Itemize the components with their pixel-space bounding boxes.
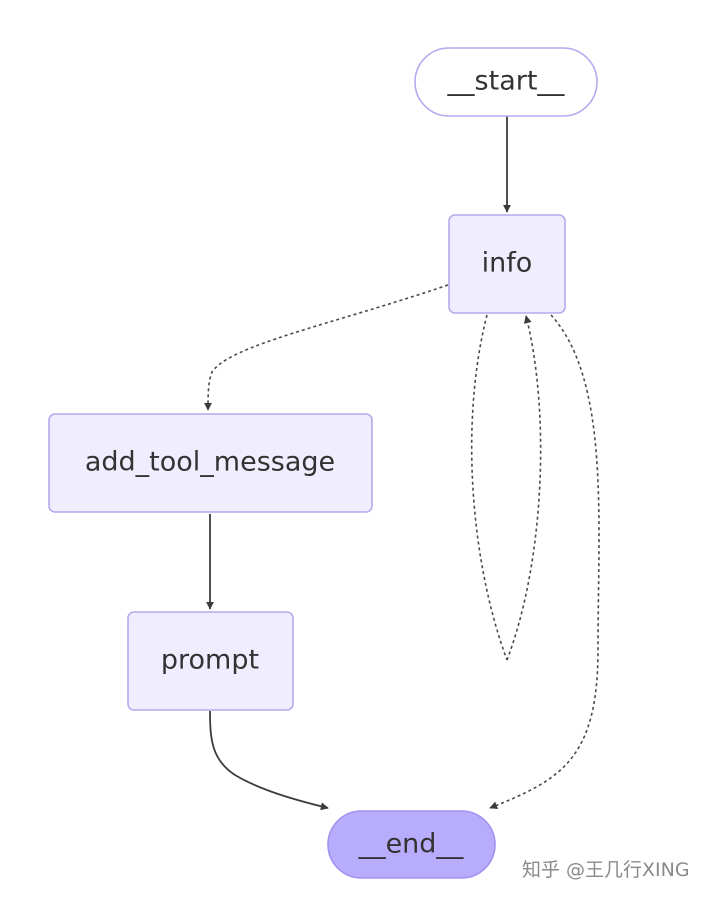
edge-info-loop-down (470, 314, 508, 661)
edge-info-to-end (489, 314, 600, 810)
edge-info-loop-up (506, 315, 542, 661)
node-end[interactable]: __end__ (327, 810, 496, 879)
node-info[interactable]: info (448, 214, 566, 314)
node-start-label: __start__ (447, 66, 565, 97)
node-start[interactable]: __start__ (414, 47, 598, 117)
edge-info-to-add-tool-message (204, 284, 449, 411)
node-info-label: info (482, 248, 533, 279)
edge-prompt-to-end (209, 710, 329, 811)
node-add-tool-message-label: add_tool_message (85, 447, 335, 478)
node-prompt-label: prompt (161, 645, 259, 676)
node-add-tool-message[interactable]: add_tool_message (48, 413, 373, 513)
node-prompt[interactable]: prompt (127, 611, 294, 711)
watermark-text: 知乎 @王几行XING (522, 859, 690, 881)
node-end-label: __end__ (358, 829, 464, 860)
